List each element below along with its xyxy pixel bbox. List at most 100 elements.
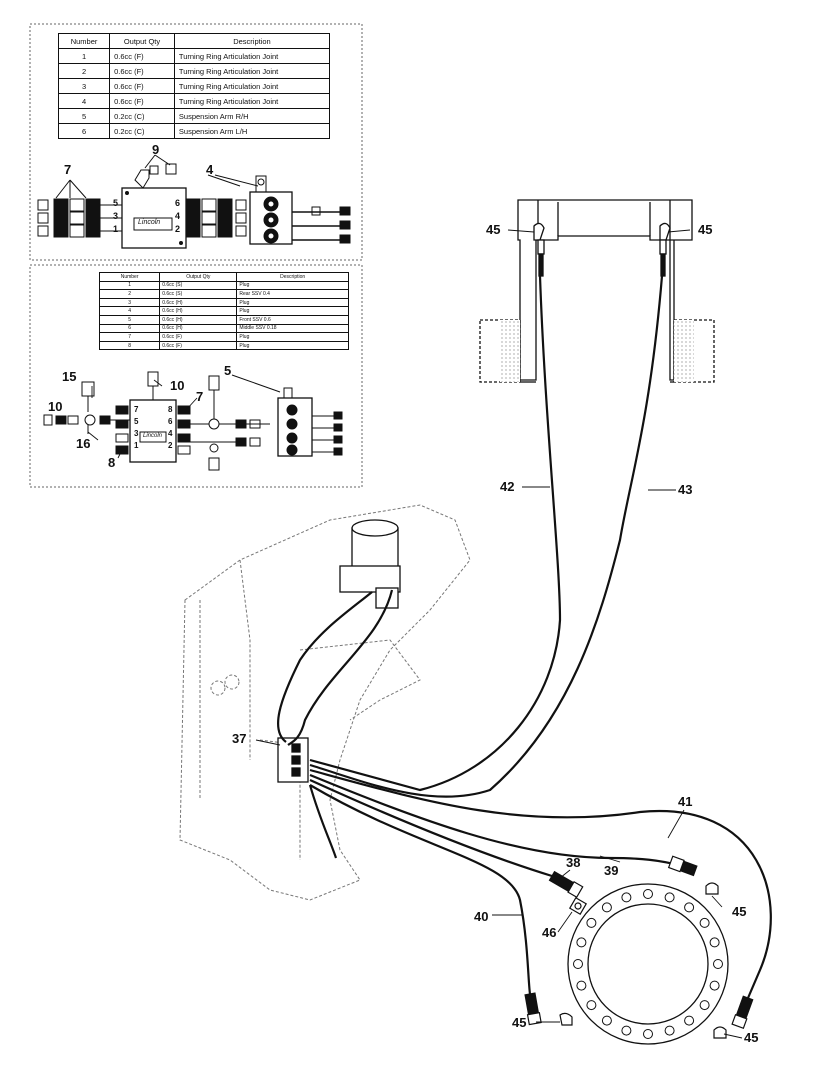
cell-description: Suspension Arm R/H (173, 108, 331, 124)
port-number: 5 (134, 417, 139, 426)
port-number: 1 (113, 224, 119, 234)
cell-description: Plug (236, 297, 349, 308)
bolt-hole (601, 902, 612, 913)
cell-number: 2 (98, 289, 161, 299)
cell-description: Plug (236, 340, 349, 351)
cell-output-qty: 0.6cc (F) (109, 93, 175, 109)
port-number: 5 (113, 198, 119, 208)
hose-end-fittings (524, 855, 754, 1039)
inset-2-manifold (231, 374, 343, 457)
callout-5: 5 (224, 363, 232, 378)
callout-15: 15 (62, 369, 77, 384)
bolt-hole (709, 980, 720, 991)
inset-2-left-cross (43, 381, 130, 434)
column-header-number: Number (98, 272, 161, 282)
cell-description: Turning Ring Articulation Joint (173, 78, 331, 94)
callout-9: 9 (152, 142, 160, 157)
block-logo: Lincoln (138, 219, 161, 226)
callout-46: 46 (542, 925, 557, 940)
bolt-hole (643, 889, 653, 899)
cell-number: 3 (98, 297, 161, 308)
column-header-description: Description (236, 272, 349, 282)
callout-42: 42 (500, 479, 515, 494)
cell-output-qty: 0.6cc (H) (159, 297, 238, 308)
inset-2-distribution-block (29, 264, 363, 488)
bolt-hole (576, 980, 587, 991)
callout-45: 45 (512, 1015, 527, 1030)
inset-1-manifold (207, 174, 351, 245)
hoses (277, 275, 772, 999)
callout-37: 37 (232, 731, 247, 746)
port-number: 3 (134, 429, 139, 438)
turning-ring (567, 883, 729, 1045)
cell-output-qty: 0.2cc (C) (109, 108, 175, 124)
cell-number: 7 (98, 332, 161, 342)
bolt-hole (576, 937, 587, 948)
callout-4: 4 (206, 162, 214, 177)
cell-description: Plug (236, 332, 349, 342)
bolt-hole (699, 917, 710, 928)
callout-7: 7 (196, 389, 204, 404)
cell-number: 2 (57, 63, 111, 79)
cell-description: Rear SSV 0.4 (236, 289, 349, 299)
inset-1-distribution-block (29, 23, 363, 261)
bolt-hole (664, 892, 675, 903)
cell-number: 8 (98, 340, 161, 351)
pump-motor (339, 519, 401, 609)
port-number: 4 (175, 211, 181, 221)
inset-2-right-tees (190, 375, 270, 471)
cell-number: 1 (57, 48, 111, 64)
port-number: 6 (175, 198, 181, 208)
cell-description: Front SSV 0.6 (236, 314, 349, 325)
cell-output-qty: 0.2cc (C) (109, 123, 175, 139)
cell-output-qty: 0.6cc (F) (109, 78, 175, 94)
cell-number: 3 (57, 78, 111, 94)
callout-38: 38 (566, 855, 581, 870)
cell-number: 6 (57, 123, 111, 139)
machine-body (179, 504, 471, 901)
port-number: 2 (175, 224, 181, 234)
inset-1-right-fittings (185, 198, 247, 238)
distributor-block-37 (277, 737, 309, 783)
cell-output-qty: 0.6cc (F) (159, 332, 238, 342)
bolt-hole (713, 959, 723, 969)
port-number: 6 (168, 417, 173, 426)
column-header-output-qty: Output Qty (159, 272, 238, 282)
bolt-hole (684, 1015, 695, 1026)
callout-8: 8 (108, 455, 116, 470)
cell-output-qty: 0.6cc (H) (159, 314, 238, 325)
bolt-hole (643, 1029, 653, 1039)
table-header-row: Number Output Qty Description (57, 33, 331, 49)
bolt-hole (664, 1025, 675, 1036)
bolt-hole (573, 959, 583, 969)
cell-description: Turning Ring Articulation Joint (173, 48, 331, 64)
bolt-hole (621, 1025, 632, 1036)
column-header-output-qty: Output Qty (109, 33, 175, 49)
callout-10: 10 (170, 378, 185, 393)
column-header-description: Description (173, 33, 331, 49)
cell-output-qty: 0.6cc (F) (109, 48, 175, 64)
turning-ring-bolt-holes (573, 889, 723, 1039)
cell-description: Turning Ring Articulation Joint (173, 63, 331, 79)
cell-output-qty: 0.6cc (F) (159, 340, 238, 351)
callout-45: 45 (744, 1030, 759, 1045)
inset-1-left-fittings (37, 179, 122, 238)
cell-output-qty: 0.6cc (F) (109, 63, 175, 79)
port-number: 2 (168, 441, 173, 450)
callout-41: 41 (678, 794, 693, 809)
port-number: 1 (134, 441, 139, 450)
callout-43: 43 (678, 482, 693, 497)
cell-description: Middle SSV 0.18 (236, 323, 349, 334)
callout-40: 40 (474, 909, 489, 924)
callout-45: 45 (732, 904, 747, 919)
port-number: 8 (168, 405, 173, 414)
